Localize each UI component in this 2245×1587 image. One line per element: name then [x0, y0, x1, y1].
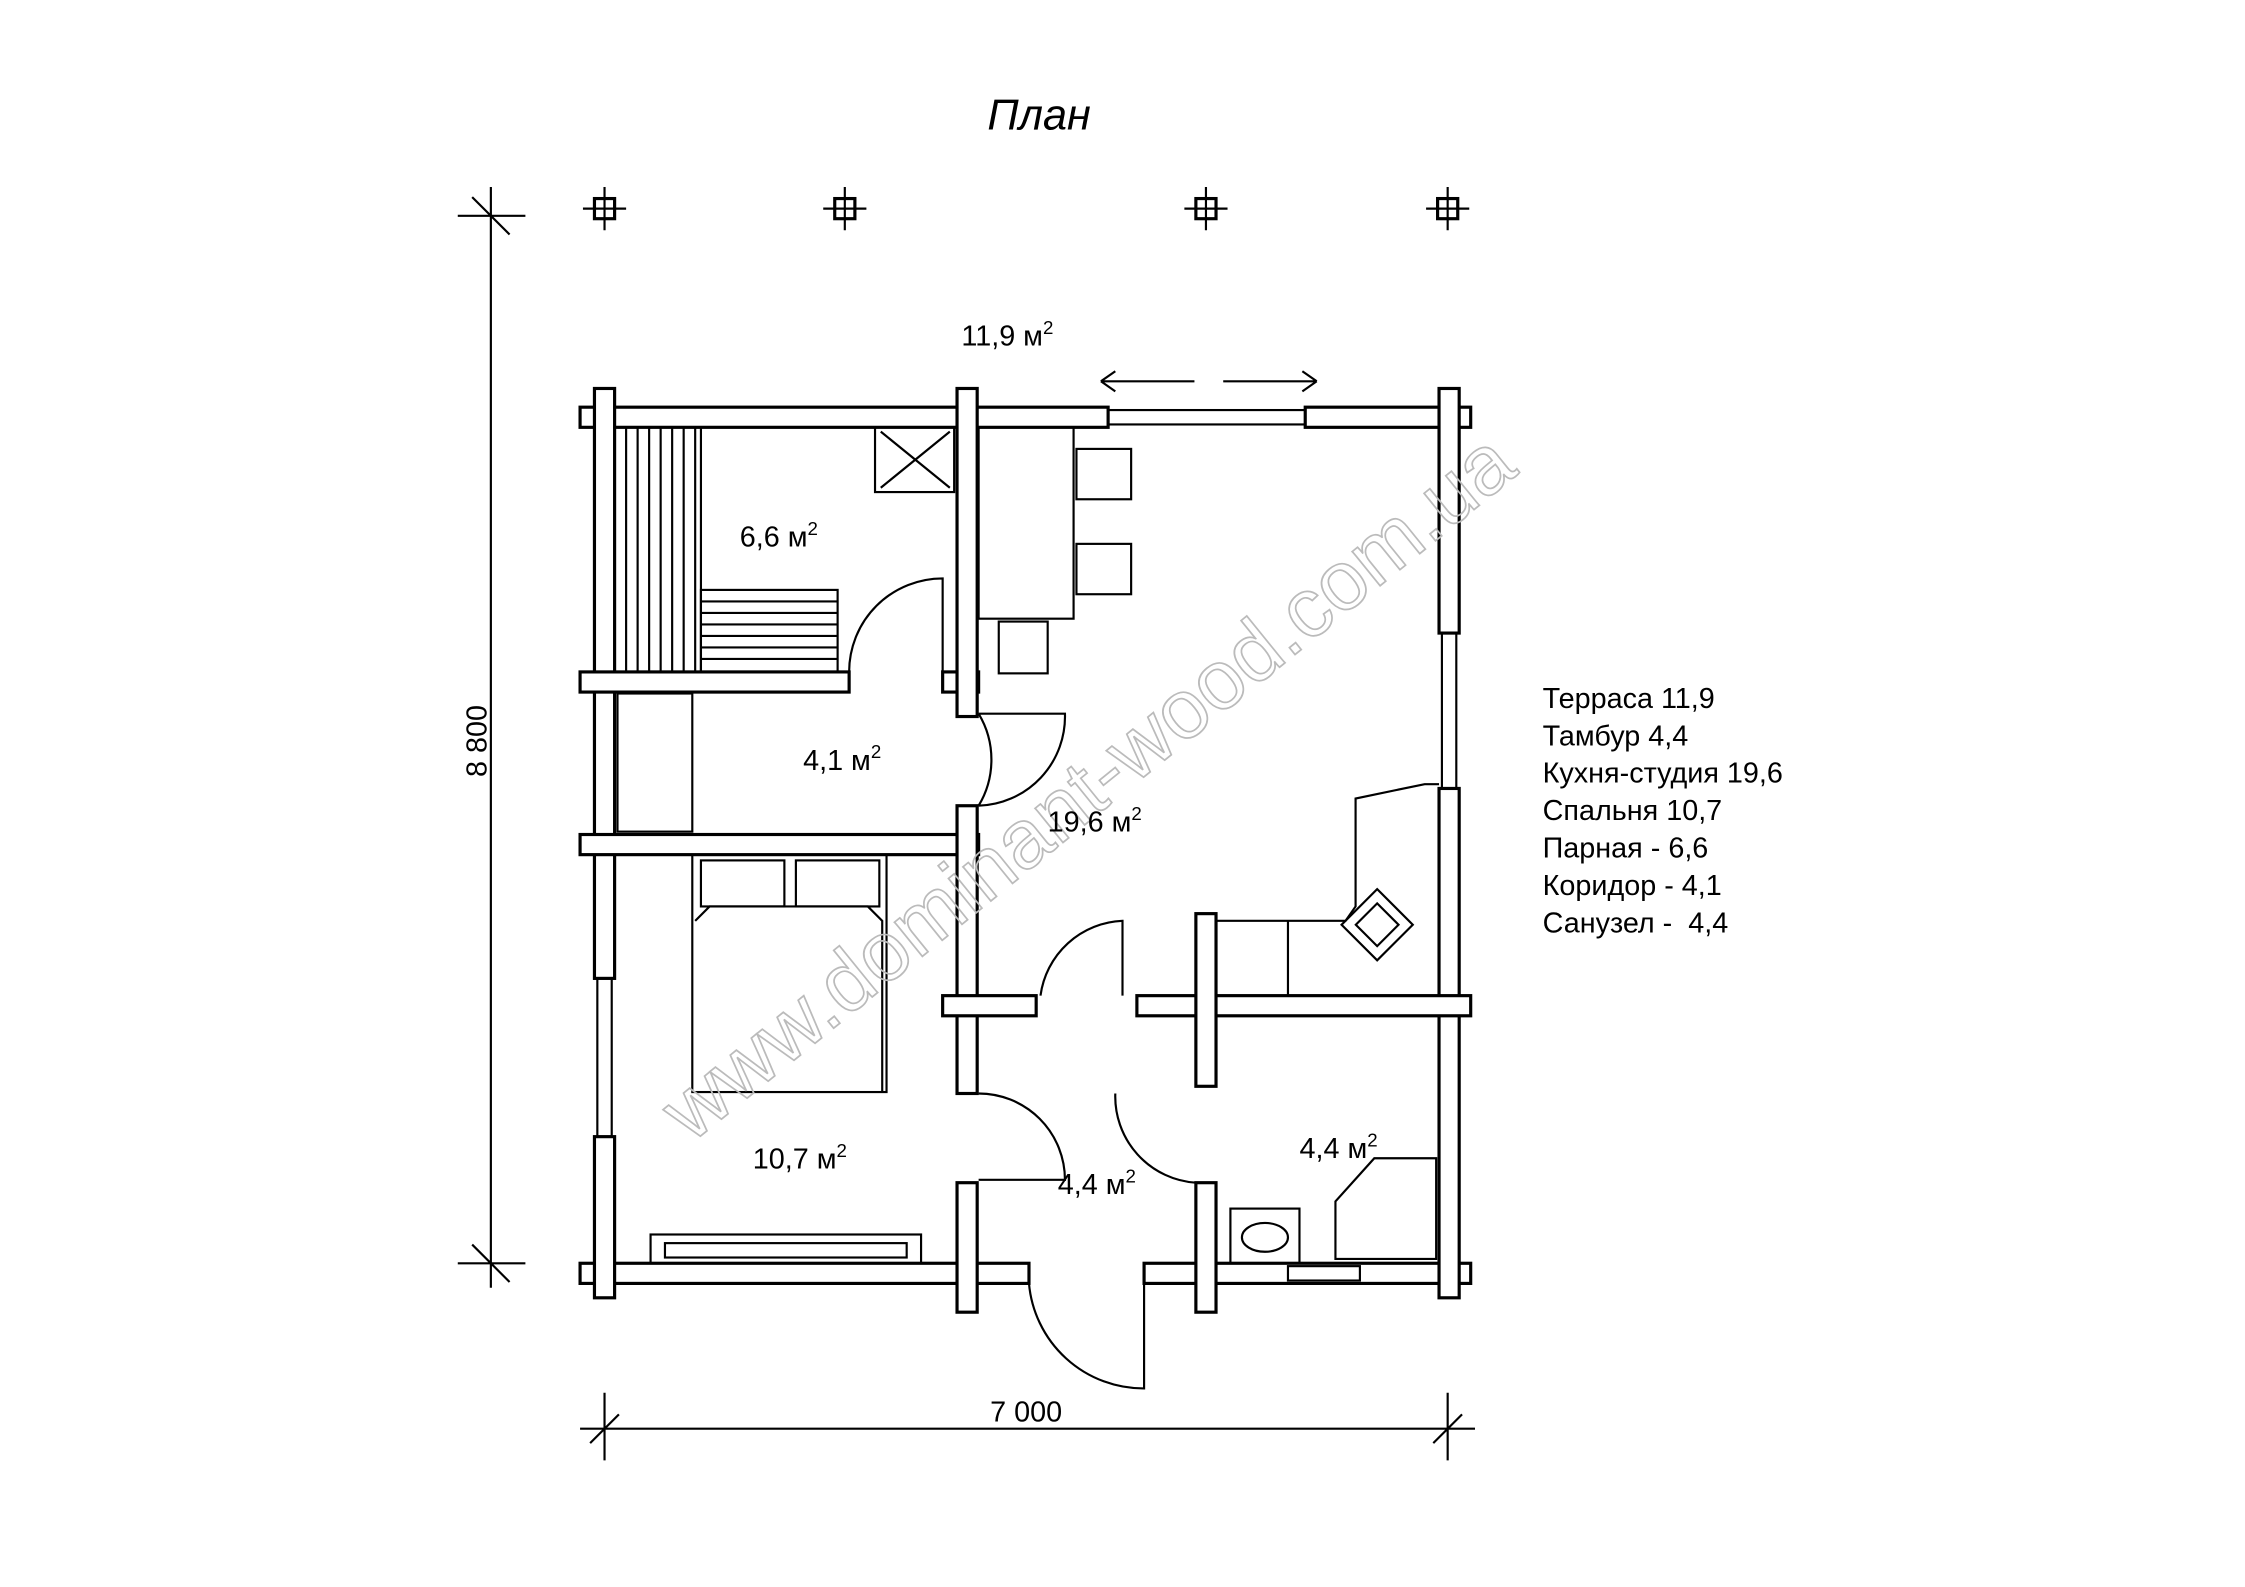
legend-item: Кухня-студия 19,6	[1543, 758, 1783, 790]
area-legend: Терраса 11,9 Тамбур 4,4 Кухня-студия 19,…	[1543, 683, 1783, 939]
legend-item: Терраса 11,9	[1543, 683, 1715, 715]
bedroom-bench-icon	[649, 1233, 923, 1265]
sauna-bench-icon	[613, 426, 839, 674]
room-label-sauna: 6,6 м2	[740, 518, 818, 554]
legend-item: Коридор - 4,1	[1543, 870, 1722, 902]
furniture	[613, 426, 1440, 1265]
doors	[848, 370, 1318, 1390]
column-icon	[1426, 187, 1470, 231]
svg-text:8 800: 8 800	[462, 705, 494, 777]
room-label-bathroom: 4,4 м2	[1299, 1130, 1377, 1166]
room-label-vestibule: 4,4 м2	[1058, 1166, 1136, 1202]
corridor-cabinet-icon	[616, 692, 694, 833]
column-icon	[1184, 187, 1228, 231]
legend-item: Тамбур 4,4	[1543, 720, 1689, 752]
dimension-vertical: 8 800	[457, 187, 526, 1288]
room-label-kitchen: 19,6 м2	[1048, 803, 1142, 839]
column-icon	[823, 187, 867, 231]
room-label-terrace: 11,9 м2	[961, 317, 1053, 353]
column-icon	[582, 187, 627, 231]
room-label-corridor: 4,1 м2	[803, 741, 881, 777]
bed-icon	[691, 853, 888, 1094]
sauna-stove-icon	[873, 426, 956, 494]
legend-item: Парная - 6,6	[1543, 833, 1709, 865]
svg-text:7 000: 7 000	[990, 1397, 1062, 1429]
sink-icon	[1229, 1207, 1301, 1265]
dimension-horizontal: 7 000	[580, 1392, 1476, 1461]
kitchen-counter-icon	[1214, 783, 1440, 996]
shower-icon	[1334, 1157, 1438, 1261]
room-labels: 11,9 м2 6,6 м2 4,1 м2 19,6 м2 10,7 м2 4,…	[740, 317, 1378, 1201]
terrace-columns	[582, 187, 1470, 231]
legend-item: Спальня 10,7	[1543, 795, 1723, 827]
plan-title: План	[987, 91, 1090, 139]
room-label-bedroom: 10,7 м2	[753, 1140, 847, 1176]
legend-item: Санузел - 4,4	[1543, 907, 1729, 939]
dining-table-icon	[977, 426, 1133, 675]
walls	[578, 386, 1473, 1314]
